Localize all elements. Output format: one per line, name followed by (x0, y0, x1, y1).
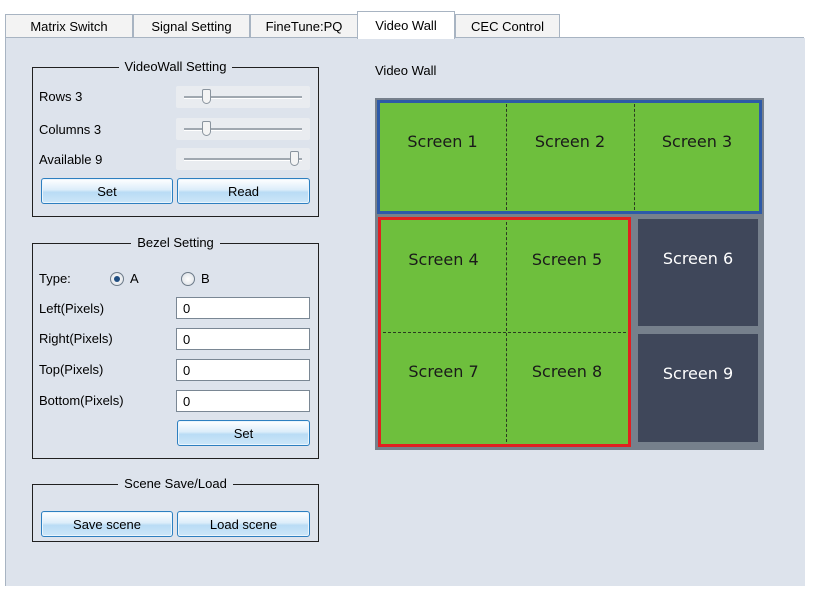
top-pixels-input[interactable] (176, 359, 310, 381)
radio-type-b-label: B (201, 271, 210, 286)
screen-8[interactable]: Screen 8 (506, 332, 628, 444)
tab-signal-setting[interactable]: Signal Setting (133, 14, 250, 38)
videowall-read-button[interactable]: Read (177, 178, 310, 204)
screen-2[interactable]: Screen 2 (506, 102, 634, 212)
available-label: Available 9 (39, 152, 103, 167)
bottom-pixels-label: Bottom(Pixels) (39, 393, 124, 408)
scene-group: Scene Save/Load (32, 476, 319, 542)
columns-slider-thumb[interactable] (202, 121, 211, 136)
tab-cec-control[interactable]: CEC Control (455, 14, 560, 38)
left-pixels-label: Left(Pixels) (39, 301, 105, 316)
radio-type-a-label: A (130, 271, 139, 286)
rows-label: Rows 3 (39, 89, 83, 104)
bezel-setting-group: Bezel Setting (32, 235, 319, 459)
radio-type-a[interactable] (110, 272, 124, 286)
columns-label: Columns 3 (39, 122, 102, 137)
screen-9[interactable]: Screen 9 (638, 334, 758, 442)
right-pixels-label: Right(Pixels) (39, 331, 113, 346)
screen-3[interactable]: Screen 3 (634, 102, 760, 212)
left-pixels-input[interactable] (176, 297, 310, 319)
available-slider-thumb[interactable] (290, 151, 299, 166)
screen-7[interactable]: Screen 7 (381, 332, 506, 444)
tab-matrix-switch[interactable]: Matrix Switch (5, 14, 133, 38)
divider-2-3 (634, 104, 635, 210)
bezel-setting-title: Bezel Setting (33, 235, 318, 250)
rows-slider[interactable] (176, 86, 310, 108)
videowall-setting-title: VideoWall Setting (33, 59, 318, 74)
video-wall-title: Video Wall (375, 63, 437, 78)
tab-finetune-pq[interactable]: FineTune:PQ (250, 14, 358, 38)
videowall-setting-title-text: VideoWall Setting (118, 59, 233, 74)
screen-5[interactable]: Screen 5 (506, 220, 628, 332)
scene-title: Scene Save/Load (33, 476, 318, 491)
rows-slider-thumb[interactable] (202, 89, 211, 104)
columns-slider-track (184, 128, 302, 131)
available-slider[interactable] (176, 148, 310, 170)
save-scene-button[interactable]: Save scene (41, 511, 173, 537)
tab-bar: Matrix Switch Signal Setting FineTune:PQ… (0, 0, 819, 39)
radio-type-b[interactable] (181, 272, 195, 286)
videowall-setting-group: VideoWall Setting (32, 59, 319, 217)
bezel-set-button[interactable]: Set (177, 420, 310, 446)
available-slider-track (184, 158, 302, 161)
scene-title-text: Scene Save/Load (118, 476, 233, 491)
tab-video-wall[interactable]: Video Wall (357, 11, 455, 39)
bezel-setting-title-text: Bezel Setting (131, 235, 220, 250)
load-scene-button[interactable]: Load scene (177, 511, 310, 537)
screen-4[interactable]: Screen 4 (381, 220, 506, 332)
videowall-set-button[interactable]: Set (41, 178, 173, 204)
screen-6[interactable]: Screen 6 (638, 219, 758, 326)
rows-slider-track (184, 96, 302, 99)
screen-1[interactable]: Screen 1 (379, 102, 506, 212)
type-label: Type: (39, 271, 71, 286)
divider-1-2 (506, 104, 507, 210)
video-wall-panel: VideoWall Setting Rows 3 Columns 3 Avail… (5, 38, 805, 586)
bottom-pixels-input[interactable] (176, 390, 310, 412)
right-pixels-input[interactable] (176, 328, 310, 350)
divider-row-2-3 (383, 332, 626, 333)
video-wall-grid: Screen 1 Screen 2 Screen 3 Screen 4 Scre… (375, 98, 764, 450)
columns-slider[interactable] (176, 118, 310, 140)
top-pixels-label: Top(Pixels) (39, 362, 104, 377)
